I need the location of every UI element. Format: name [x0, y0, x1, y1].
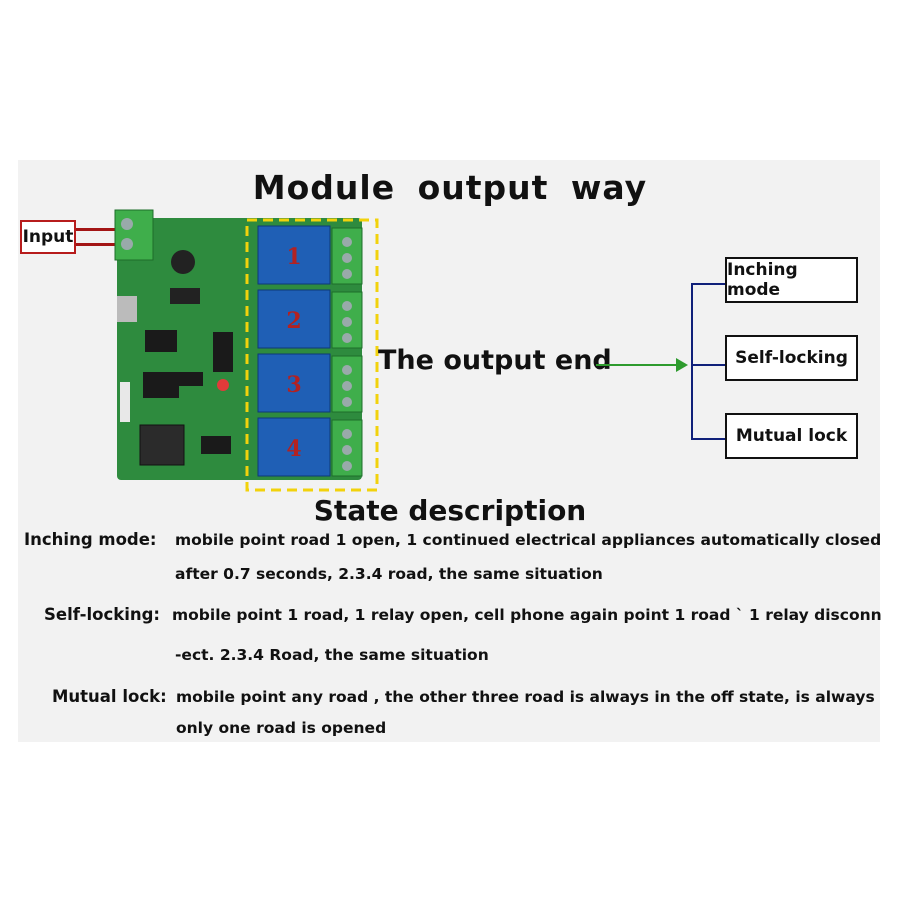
input-terminal — [114, 209, 154, 261]
desc-line: after 0.7 seconds, 2.3.4 road, the same … — [175, 565, 603, 583]
ic-chip — [170, 288, 200, 304]
desc-line: mobile point any road , the other three … — [176, 688, 875, 706]
bracket-branch-3 — [691, 438, 725, 440]
mode-label-inching: Inching mode — [727, 260, 798, 300]
led — [217, 379, 229, 391]
desc-label-inching: Inching mode: — [24, 530, 157, 549]
mode-label-self-locking: Self-locking — [735, 348, 848, 368]
input-wire-top — [76, 228, 118, 231]
input-screw-2 — [121, 238, 133, 250]
desc-line: mobile point 1 road, 1 relay open, cell … — [172, 606, 882, 624]
mode-box-self-locking: Self-locking — [725, 335, 858, 381]
relay-number-4: 4 — [286, 436, 301, 462]
relay-1 — [257, 225, 363, 285]
output-arrow-head — [676, 358, 688, 372]
chip-e — [201, 436, 231, 454]
mode-label-mutual-lock: Mutual lock — [735, 426, 848, 446]
relay-2 — [257, 289, 363, 349]
relay-module-board: 1 2 3 4 — [114, 209, 379, 492]
input-label: Input — [22, 227, 74, 247]
wifi-module — [139, 424, 185, 466]
output-arrow-line — [596, 364, 680, 366]
usb-port — [117, 296, 137, 322]
header-pins — [120, 382, 130, 422]
mode-bracket — [691, 283, 693, 438]
mode-box-mutual-lock: Mutual lock — [725, 413, 858, 459]
input-wire-bottom — [76, 243, 118, 246]
chip-d — [213, 332, 233, 372]
desc-line: -ect. 2.3.4 Road, the same situation — [175, 646, 489, 664]
capacitor — [171, 250, 195, 274]
bracket-branch-2 — [691, 364, 725, 366]
desc-line: only one road is opened — [176, 719, 387, 737]
bracket-branch-1 — [691, 283, 725, 285]
page-title: Module output way — [252, 168, 648, 207]
input-screw-1 — [121, 218, 133, 230]
output-end-label: The output end — [378, 345, 612, 376]
input-label-box: Input — [20, 220, 76, 254]
chip-a — [145, 330, 177, 352]
relay-number-1: 1 — [286, 244, 301, 270]
relay-number-3: 3 — [286, 372, 301, 398]
desc-label-mutual-lock: Mutual lock: — [52, 687, 167, 706]
chip-c — [173, 372, 203, 386]
desc-label-self-locking: Self-locking: — [44, 605, 161, 624]
section-title: State description — [313, 494, 587, 527]
mode-box-inching: Inching mode — [725, 257, 858, 303]
desc-line: mobile point road 1 open, 1 continued el… — [175, 531, 882, 549]
relay-number-2: 2 — [286, 308, 301, 334]
output-highlight-box — [245, 218, 379, 492]
